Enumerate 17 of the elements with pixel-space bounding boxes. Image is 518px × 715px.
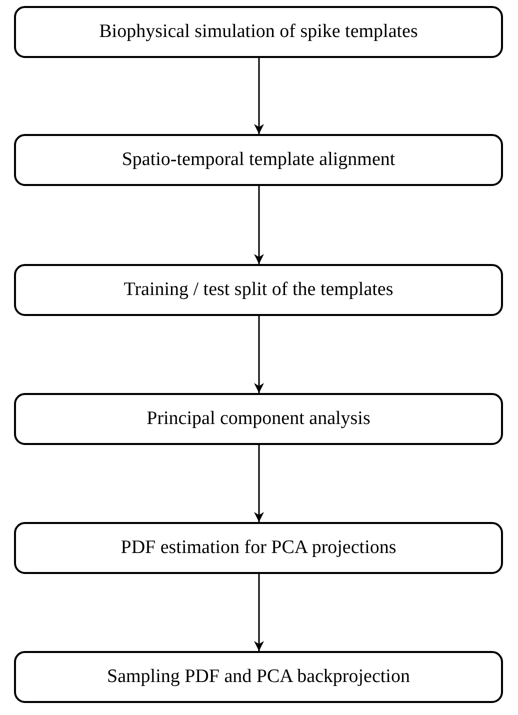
step-label: PDF estimation for PCA projections bbox=[120, 537, 396, 559]
step-label: Sampling PDF and PCA backprojection bbox=[107, 666, 410, 688]
step-label: Spatio-temporal template alignment bbox=[122, 149, 396, 171]
step-label: Principal component analysis bbox=[146, 408, 370, 430]
process-box bbox=[14, 393, 503, 445]
process-box bbox=[14, 522, 503, 574]
process-box bbox=[14, 651, 503, 703]
process-box bbox=[14, 264, 503, 316]
arrow bbox=[254, 574, 264, 651]
arrow bbox=[254, 58, 264, 134]
process-box bbox=[14, 134, 503, 186]
step-label: Training / test split of the templates bbox=[124, 279, 394, 301]
step-label: Biophysical simulation of spike templates bbox=[99, 21, 418, 43]
arrow bbox=[254, 316, 264, 393]
process-box bbox=[14, 6, 503, 58]
arrow bbox=[254, 186, 264, 264]
arrow bbox=[254, 445, 264, 522]
